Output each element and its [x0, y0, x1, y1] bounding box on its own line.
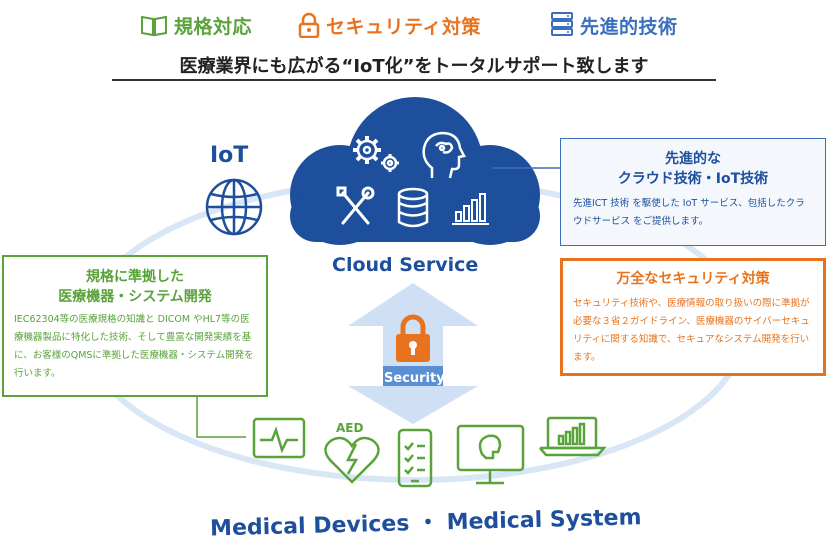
standards-body: IEC62304等の医療規格の知識と DICOM やHL7等の医療機器製品に特化…	[14, 314, 254, 379]
advanced-body: 先進ICT 技術 を駆使した IoT サービス、包括したクラウドサービス をご提…	[573, 198, 805, 227]
lock-icon	[298, 12, 320, 38]
cloud-service-label: Cloud Service	[332, 254, 479, 276]
page-subtitle: 医療業界にも広がる“IoT化”をトータルサポート致します	[179, 56, 649, 77]
security-title: 万全なセキュリティ対策	[616, 271, 770, 287]
iot-label: IoT	[210, 143, 249, 168]
standards-title-line2: 医療機器・システム開発	[58, 289, 212, 305]
security-label: Security	[384, 371, 445, 386]
advanced-tech-box: 先進的な クラウド技術・IoT技術 先進ICT 技術 を駆使した IoT サービ…	[560, 138, 826, 246]
aed-heart-icon	[324, 436, 380, 484]
gears-icon	[353, 136, 399, 172]
bar-chart-icon	[452, 193, 489, 225]
tools-icon	[336, 186, 375, 225]
laptop-chart-icon	[539, 416, 607, 457]
cloud-shape	[290, 97, 540, 245]
standards-title-line1: 規格に準拠した	[86, 269, 184, 285]
book-icon	[141, 15, 167, 37]
security-body: セキュリティ技術や、医療情報の取り扱いの際に準拠が必要な３省２ガイドライン、医療…	[573, 298, 810, 363]
aed-label: AED	[336, 421, 364, 435]
security-box: 万全なセキュリティ対策 セキュリティ技術や、医療情報の取り扱いの際に準拠が必要な…	[560, 258, 826, 376]
header-advanced: 先進的技術	[550, 10, 678, 40]
header-security-label: セキュリティ対策	[326, 15, 481, 38]
security-arrow	[348, 283, 478, 424]
advanced-title-line1: 先進的な	[665, 151, 721, 167]
xray-monitor-icon	[456, 424, 525, 485]
subtitle-underline	[112, 79, 716, 81]
standards-box: 規格に準拠した 医療機器・システム開発 IEC62304等の医療規格の知識と D…	[2, 255, 268, 397]
ecg-monitor-icon	[252, 417, 306, 459]
header-standards-label: 規格対応	[174, 15, 253, 38]
server-icon	[551, 12, 573, 36]
header-standards: 規格対応	[140, 10, 252, 40]
connector-standards	[196, 396, 246, 438]
database-icon	[397, 187, 429, 228]
ai-head-icon	[422, 131, 466, 179]
header-advanced-label: 先進的技術	[580, 15, 678, 38]
phone-checklist-icon	[397, 428, 433, 488]
header-security: セキュリティ対策	[298, 10, 481, 40]
globe-icon	[205, 178, 263, 236]
advanced-title-line2: クラウド技術・IoT技術	[617, 171, 769, 187]
security-lock-icon	[396, 314, 430, 362]
